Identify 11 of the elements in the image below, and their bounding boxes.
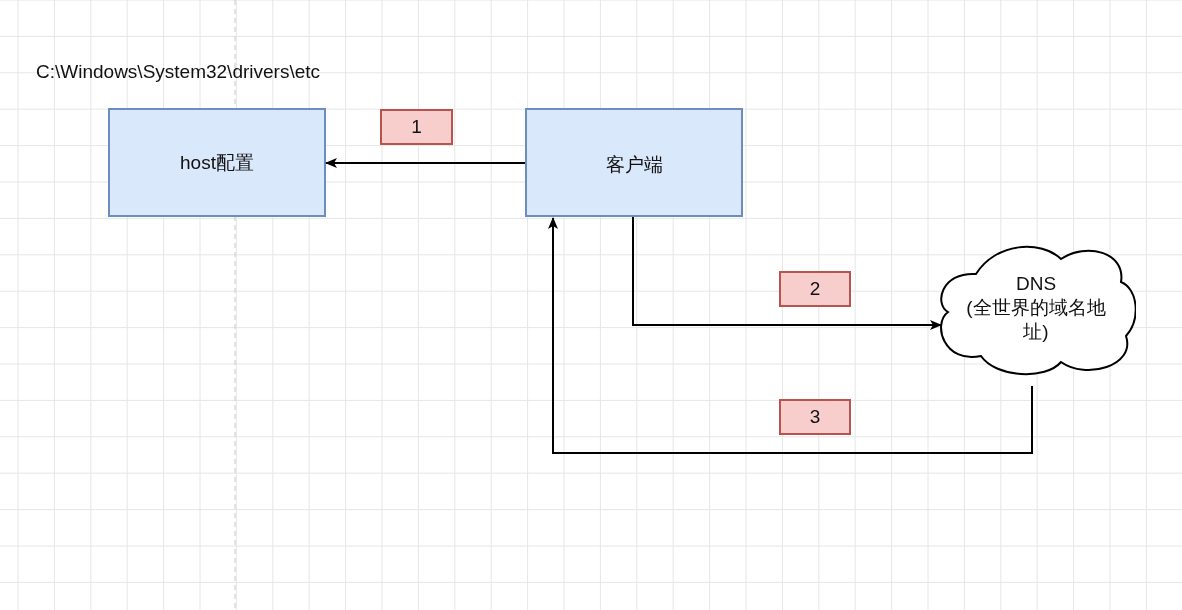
arrow (325, 158, 526, 168)
arrow (632, 216, 942, 330)
cloud-label: (全世界的域名地址) (965, 296, 1107, 344)
arrow (548, 217, 1033, 454)
step-number-box: 1 (380, 109, 453, 145)
cloud-label: DNS (1015, 272, 1057, 296)
folder-path-text: C:\Windows\System32\drivers\etc (36, 61, 321, 83)
step-number-box: 2 (779, 271, 851, 307)
process-box: 客户端 (525, 108, 743, 217)
process-box: host配置 (108, 108, 326, 217)
step-number-box: 3 (779, 399, 851, 435)
